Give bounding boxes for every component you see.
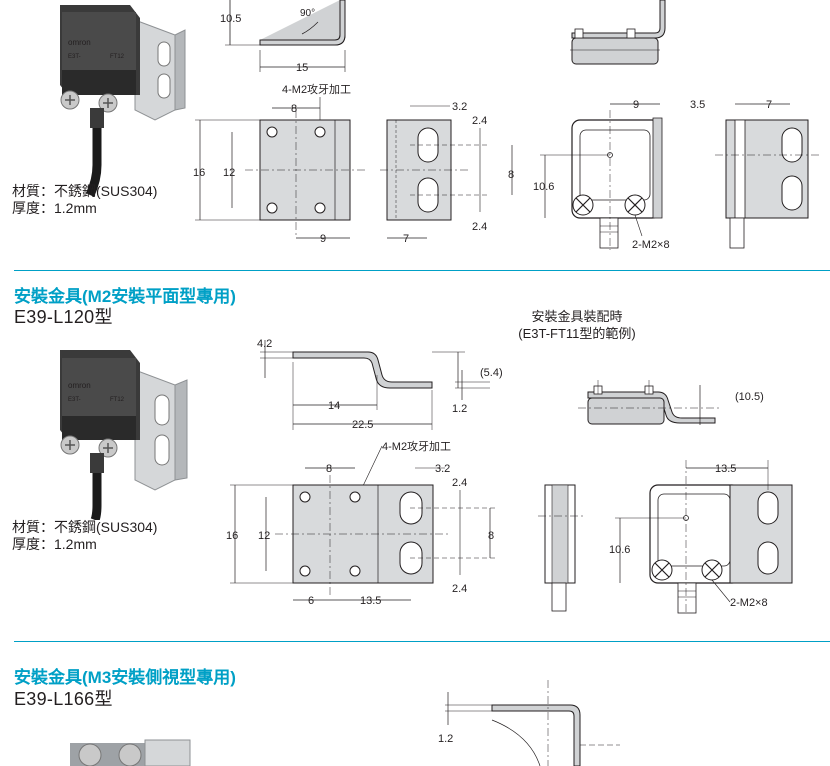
screw-label-mid: 2-M2×8 <box>730 597 768 609</box>
section-divider-2 <box>14 641 830 642</box>
dim-10-6: 10.6 <box>533 181 554 193</box>
dim-13-5-right: 13.5 <box>715 463 736 475</box>
sensor-suffix-2: FT12 <box>110 397 125 403</box>
sensor-model-2: E3T- <box>68 397 81 403</box>
section-divider-1 <box>14 270 830 271</box>
model-e39-l120: E39-L120型 <box>14 307 113 327</box>
dim-2-4-mid-bottom: 2.4 <box>452 583 467 595</box>
tap-label-mid: 4-M2攻牙加工 <box>382 439 451 453</box>
sensor-photo-2: omron E3T- FT12 <box>60 350 188 520</box>
material-spec-1: 材質：不銹鋼(SUS304) 厚度：1.2mm <box>12 183 157 217</box>
drawing-top: 10.5 90° 15 4-M2攻牙加工 8 16 12 9 3.2 2.4 8… <box>193 0 820 251</box>
dim-6: 6 <box>308 595 314 607</box>
sensor-suffix-1: FT12 <box>110 54 125 60</box>
dim-14: 14 <box>328 400 340 412</box>
dim-3-2-mid: 3.2 <box>435 463 450 475</box>
drawing-bottom: 1.2 <box>438 680 620 766</box>
material-text-2: 材質：不銹鋼(SUS304) <box>12 519 158 535</box>
dim-12: 12 <box>223 167 235 179</box>
tap-label-top: 4-M2攻牙加工 <box>282 82 351 96</box>
dim-4-2: 4.2 <box>257 338 272 350</box>
dim-15: 15 <box>296 62 308 74</box>
assembly-caption: 安裝金具裝配時 (E3T-FT11型的範例) <box>507 308 647 342</box>
material-spec-2: 材質：不銹鋼(SUS304) 厚度：1.2mm <box>12 519 157 553</box>
dim-8-top: 8 <box>291 103 297 115</box>
sensor-photo-1: omron E3T- FT12 <box>60 5 186 197</box>
dim-8-mid-top: 8 <box>326 463 332 475</box>
thickness-text-2: 厚度：1.2mm <box>12 536 97 552</box>
drawing-mid: 4.2 (5.4) 1.2 14 22.5 (10.5) 4-M2攻牙加工 8 … <box>226 338 793 615</box>
section-title-e39-l120: 安裝金具(M2安裝平面型專用) <box>14 287 236 306</box>
dim-5-4: (5.4) <box>480 367 503 379</box>
dim-1-2-bottom: 1.2 <box>438 733 453 745</box>
dim-8-mid-right: 8 <box>488 530 494 542</box>
section-title-e39-l166: 安裝金具(M3安裝側視型專用) <box>14 668 236 687</box>
dim-7-left: 7 <box>403 233 409 245</box>
model-e39-l166: E39-L166型 <box>14 689 113 709</box>
thickness-text-1: 厚度：1.2mm <box>12 200 97 216</box>
sensor-model-1: E3T- <box>68 54 81 60</box>
dim-13-5: 13.5 <box>360 595 381 607</box>
dim-16: 16 <box>193 167 205 179</box>
dim-10-5-paren: (10.5) <box>735 391 764 403</box>
sensor-brand-2: omron <box>68 381 91 390</box>
dim-2-4-top: 2.4 <box>472 115 487 127</box>
sensor-brand-1: omron <box>68 38 91 47</box>
dim-7-right: 7 <box>766 99 772 111</box>
dim-2-4-bottom: 2.4 <box>472 221 487 233</box>
dim-90deg: 90° <box>300 8 315 19</box>
dim-10-5: 10.5 <box>220 13 241 25</box>
dim-22-5: 22.5 <box>352 419 373 431</box>
dim-9-left: 9 <box>320 233 326 245</box>
dim-12-mid: 12 <box>258 530 270 542</box>
dim-9-right: 9 <box>633 99 639 111</box>
dim-1-2-mid: 1.2 <box>452 403 467 415</box>
dim-10-6-mid: 10.6 <box>609 544 630 556</box>
dim-16-mid: 16 <box>226 530 238 542</box>
assembly-caption-line1: 安裝金具裝配時 <box>531 309 623 324</box>
material-text-1: 材質：不銹鋼(SUS304) <box>12 183 158 199</box>
dim-3-5: 3.5 <box>690 99 705 111</box>
dim-3-2: 3.2 <box>452 101 467 113</box>
sensor-photo-3 <box>70 739 191 766</box>
assembly-caption-line2: (E3T-FT11型的範例) <box>518 326 636 341</box>
dim-8-right: 8 <box>508 169 514 181</box>
screw-label-top: 2-M2×8 <box>632 239 670 251</box>
dim-2-4-mid-top: 2.4 <box>452 477 467 489</box>
